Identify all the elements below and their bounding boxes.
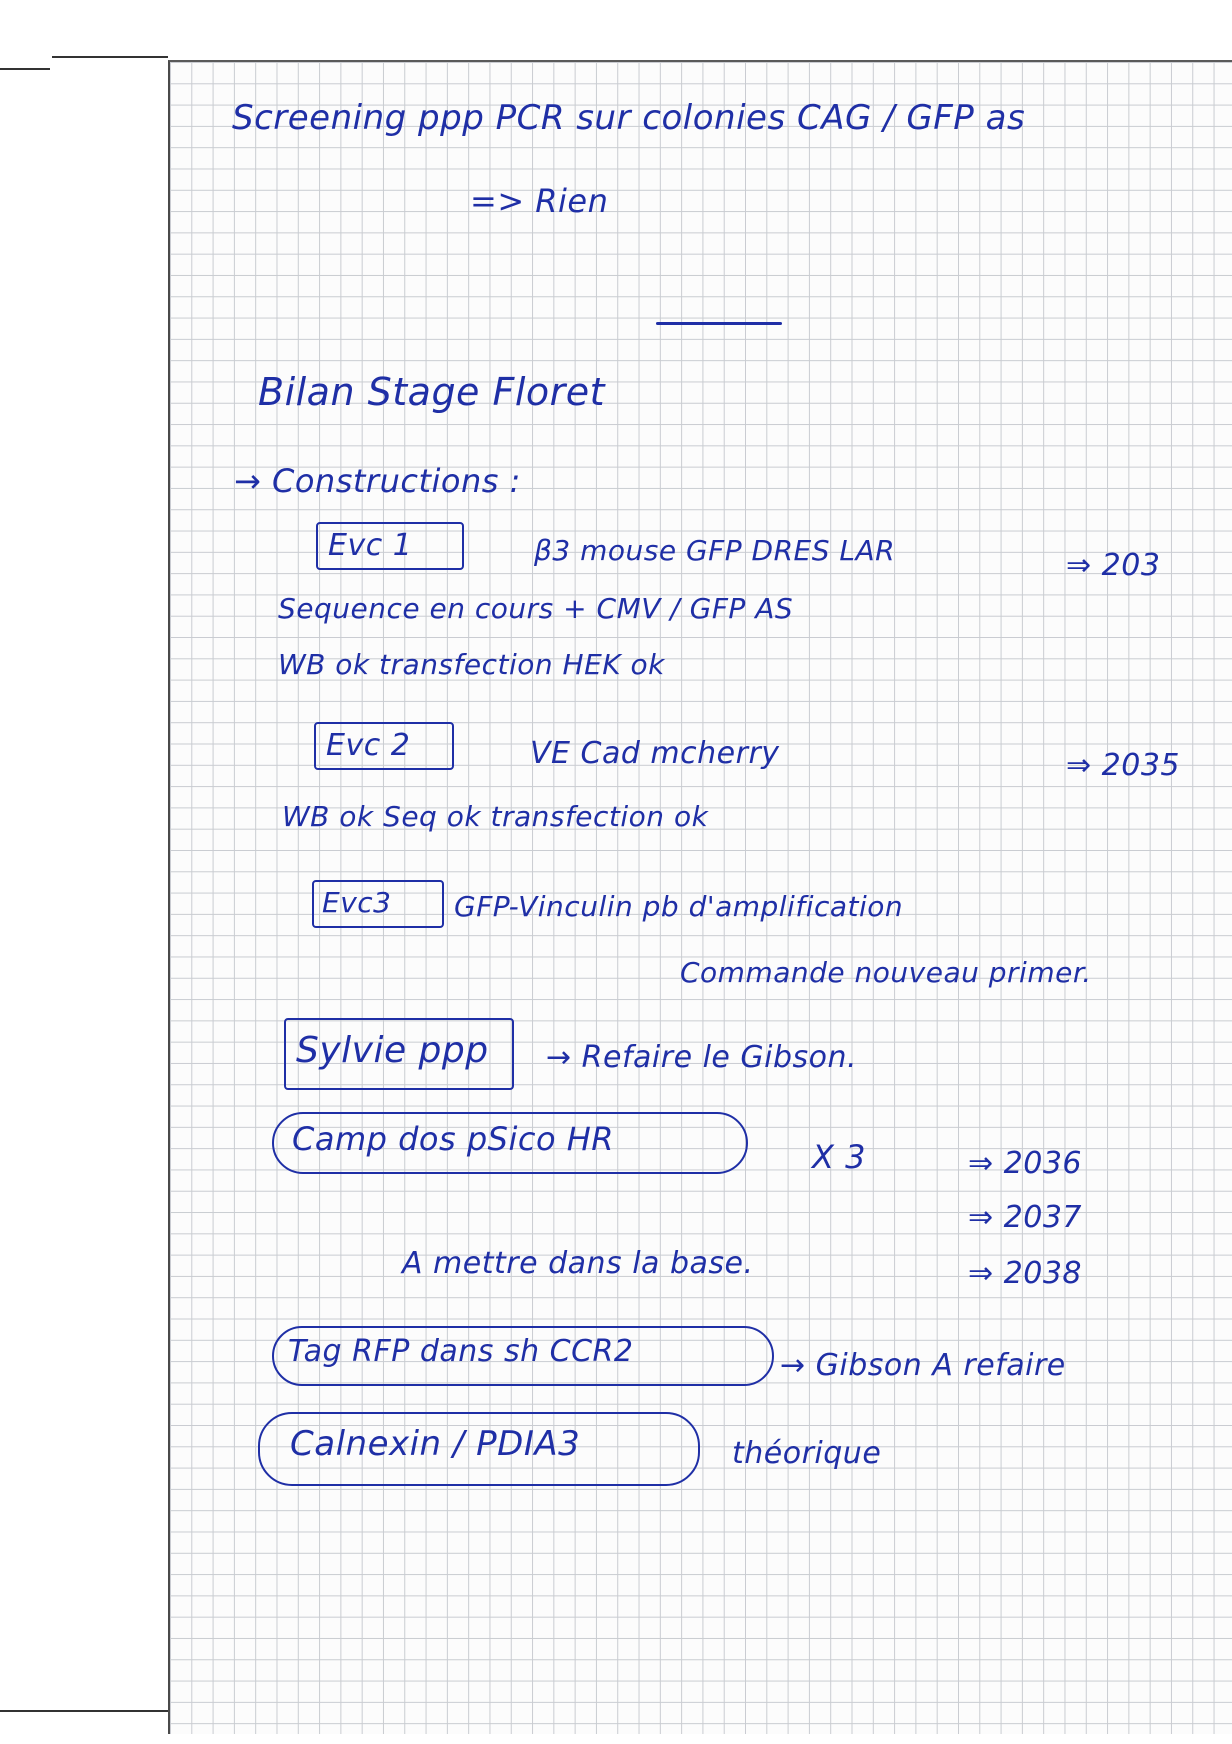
evc2-label: Evc 2 <box>326 728 411 763</box>
evc2-reference: ⇒ 2035 <box>1066 748 1181 783</box>
calnexin-status: théorique <box>732 1436 882 1471</box>
evc3-order-note: Commande nouveau primer. <box>680 956 1092 989</box>
camp-multiplier: X 3 <box>812 1138 866 1176</box>
evc1-description: β3 mouse GFP DRES LAR <box>534 534 896 567</box>
sylvie-label: Sylvie ppp <box>296 1030 489 1071</box>
sylvie-action: → Refaire le Gibson. <box>546 1040 858 1075</box>
screening-note: Screening ppp PCR sur colonies CAG / GFP… <box>232 98 1026 138</box>
evc1-wb-note: WB ok transfection HEK ok <box>278 648 665 681</box>
camp-reference-3: ⇒ 2038 <box>968 1256 1083 1291</box>
tag-rfp-action: → Gibson A refaire <box>780 1348 1066 1383</box>
evc2-box <box>314 722 454 770</box>
scan-edge-mark <box>0 68 50 70</box>
evc3-description: GFP-Vinculin pb d'amplification <box>454 890 904 923</box>
camp-box <box>272 1112 748 1174</box>
evc1-reference: ⇒ 203 <box>1066 548 1161 583</box>
evc1-label: Evc 1 <box>328 528 413 563</box>
evc1-sequence-note: Sequence en cours + CMV / GFP AS <box>278 592 794 625</box>
evc2-description: VE Cad mcherry <box>530 736 780 771</box>
calnexin-label: Calnexin / PDIA3 <box>290 1424 581 1464</box>
evc3-label: Evc3 <box>322 886 392 919</box>
scan-edge-mark <box>52 56 168 58</box>
camp-reference-1: ⇒ 2036 <box>968 1146 1083 1181</box>
tag-rfp-box <box>272 1326 774 1386</box>
sylvie-box <box>284 1018 514 1090</box>
grid-paper-sheet <box>168 60 1232 1734</box>
evc3-box <box>312 880 444 928</box>
heading-bilan: Bilan Stage Floret <box>258 370 606 414</box>
evc1-box <box>316 522 464 570</box>
database-note: A mettre dans la base. <box>402 1246 754 1281</box>
evc2-results: WB ok Seq ok transfection ok <box>282 800 709 833</box>
calnexin-box <box>258 1412 700 1486</box>
scan-edge-mark <box>0 1710 168 1712</box>
tag-rfp-label: Tag RFP dans sh CCR2 <box>288 1334 634 1369</box>
result-note: => Rien <box>470 182 609 220</box>
camp-reference-2: ⇒ 2037 <box>968 1200 1083 1235</box>
constructions-label: → Constructions : <box>234 462 521 500</box>
camp-label: Camp dos pSico HR <box>292 1120 614 1158</box>
section-divider <box>656 322 782 325</box>
